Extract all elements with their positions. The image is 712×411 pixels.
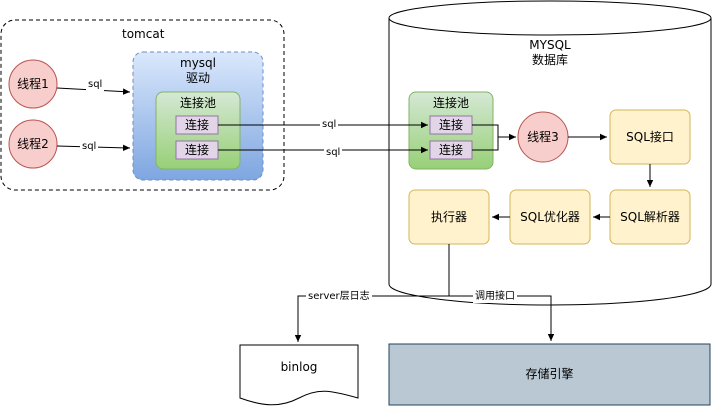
db-title-line2: 数据库 xyxy=(531,53,568,67)
binlog-document xyxy=(239,344,359,406)
storage-engine-label: 存储引擎 xyxy=(525,367,574,381)
edge-label-conn2-sql: sql xyxy=(324,147,343,159)
executor-label: 执行器 xyxy=(430,209,467,224)
sql-interface-label: SQL接口 xyxy=(626,129,674,144)
edge-label-call-api: 调用接口 xyxy=(473,291,517,303)
server-connection-2-label: 连接 xyxy=(438,142,463,157)
thread-2-node xyxy=(8,119,58,169)
mysql-db-cylinder-top xyxy=(388,0,712,36)
thread-2-label: 线程2 xyxy=(17,136,49,151)
edge-label-server-log: server层日志 xyxy=(306,291,372,303)
db-title: MYSQL 数据库 xyxy=(500,38,600,68)
server-connection-1-label: 连接 xyxy=(438,117,463,132)
edge-label-conn1-sql: sql xyxy=(320,119,339,131)
thread-1-node xyxy=(8,59,58,109)
thread-3-label: 线程3 xyxy=(527,129,559,144)
thread-1-label: 线程1 xyxy=(17,76,49,91)
sql-parser-label: SQL解析器 xyxy=(620,209,680,224)
server-pool-title: 连接池 xyxy=(432,95,469,110)
sql-optimizer-label: SQL优化器 xyxy=(520,209,580,224)
binlog-label: binlog xyxy=(280,359,318,374)
db-title-line1: MYSQL xyxy=(529,38,571,52)
mysql-driver-title-line1: mysql xyxy=(180,56,216,70)
edge-pool-to-thread3-b xyxy=(472,137,499,151)
client-connection-2-label: 连接 xyxy=(184,142,209,157)
tomcat-title: tomcat xyxy=(122,27,165,41)
client-pool-title: 连接池 xyxy=(179,95,216,110)
storage-engine-box xyxy=(388,343,711,406)
mysql-driver-title-line2: 驱动 xyxy=(185,71,210,85)
edge-pool-to-thread3-a xyxy=(472,124,516,141)
edge-label-t1-sql: sql xyxy=(86,79,105,91)
mysql-driver-title: mysql 驱动 xyxy=(133,56,263,86)
edge-executor-to-binlog xyxy=(294,295,449,342)
edge-label-t2-sql: sql xyxy=(80,141,99,153)
client-connection-1-label: 连接 xyxy=(184,117,209,132)
